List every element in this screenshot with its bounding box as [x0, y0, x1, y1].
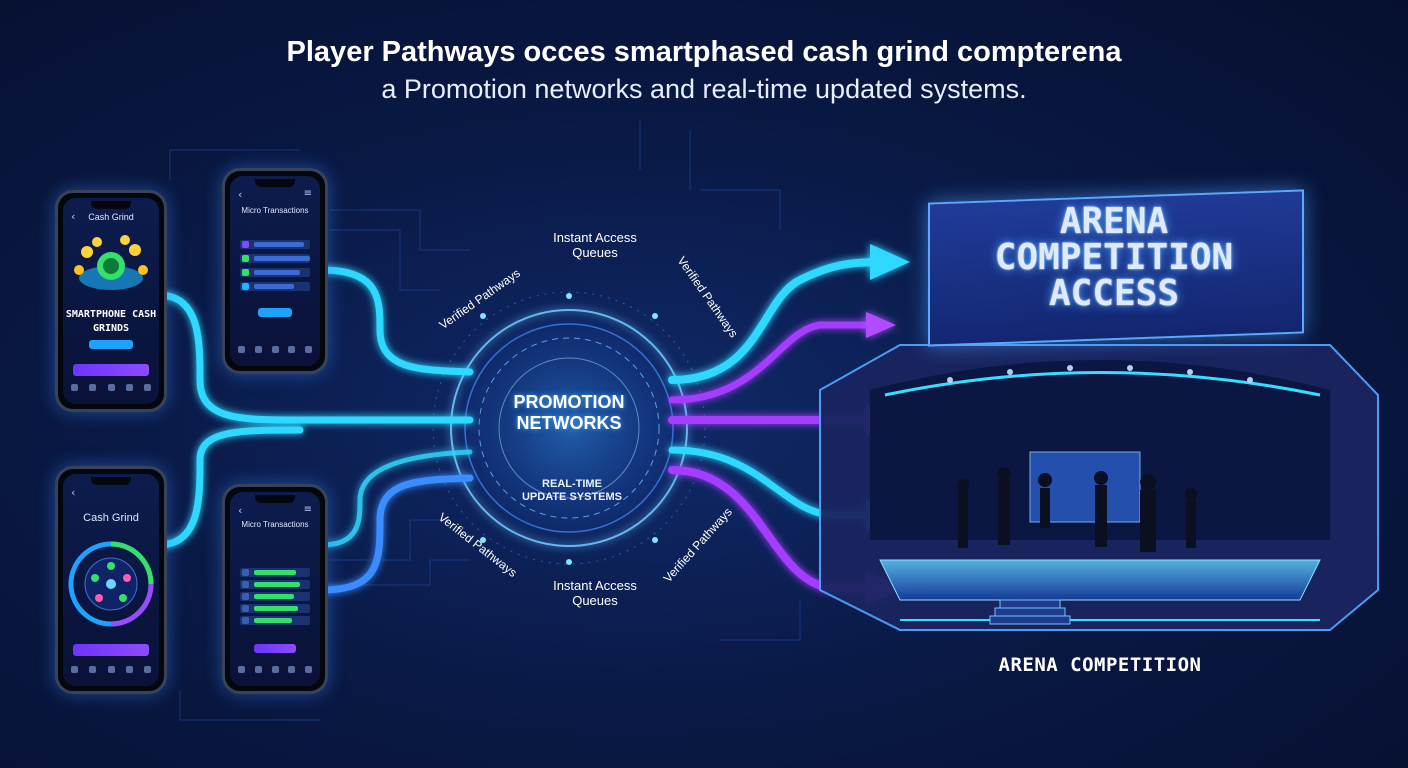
nav-icon[interactable]: [238, 346, 245, 353]
phone-micro-transactions-bottom: ‹ ≡ Micro Transactions: [222, 484, 328, 694]
menu-icon[interactable]: ≡: [303, 188, 312, 199]
transaction-row[interactable]: [240, 282, 310, 291]
hub-subtitle: REAL-TIME UPDATE SYSTEMS: [521, 478, 623, 503]
nav-icon[interactable]: [144, 384, 151, 391]
phone-cta-button[interactable]: [258, 308, 292, 317]
nav-icon[interactable]: [254, 346, 262, 353]
input-pathways: [154, 266, 474, 594]
phone-nav-bar: [238, 346, 312, 358]
transaction-row[interactable]: [240, 568, 310, 577]
transaction-row[interactable]: [240, 592, 310, 601]
transaction-row[interactable]: [240, 240, 310, 249]
hub-rings: [419, 278, 719, 578]
phone-nav-bar: [238, 666, 312, 678]
nav-icon[interactable]: [144, 666, 151, 673]
nav-icon[interactable]: [288, 666, 296, 673]
page-subtitle: a Promotion networks and real-time updat…: [381, 74, 1027, 104]
hub-title: PROMOTION NETWORKS: [513, 392, 625, 433]
phone-header: Cash Grind: [83, 512, 139, 524]
transaction-row[interactable]: [240, 254, 310, 263]
queue-label-top: Instant Access Queues: [553, 230, 637, 260]
menu-icon[interactable]: ≡: [303, 504, 312, 515]
back-arrow-icon[interactable]: ‹: [238, 504, 243, 517]
phone-header: Micro Transactions: [241, 520, 309, 529]
nav-icon[interactable]: [125, 666, 133, 673]
transaction-row[interactable]: [240, 604, 310, 613]
nav-icon[interactable]: [271, 666, 279, 673]
nav-icon[interactable]: [71, 384, 78, 391]
phone-nav-bar: [71, 384, 151, 396]
nav-icon[interactable]: [288, 346, 296, 353]
phone-headline: SMARTPHONE CASH GRINDS: [65, 309, 157, 334]
nav-icon[interactable]: [125, 384, 133, 391]
arena-caption: ARENA COMPETITION: [998, 654, 1202, 676]
nav-icon[interactable]: [71, 666, 78, 673]
arena-sign-text: ARENA COMPETITION ACCESS: [994, 201, 1234, 314]
nav-icon[interactable]: [305, 666, 312, 673]
back-arrow-icon[interactable]: ‹: [71, 210, 76, 223]
phone-cash-grind-bottom: ‹ Cash Grind: [55, 466, 167, 694]
nav-icon[interactable]: [107, 384, 115, 391]
nav-icon[interactable]: [238, 666, 245, 673]
phone-nav-bar: [71, 666, 151, 678]
phone-micro-transactions-top: ‹ ≡ Micro Transactions: [222, 168, 328, 374]
phone-primary-button[interactable]: [73, 364, 149, 376]
nav-icon[interactable]: [305, 346, 312, 353]
transaction-row[interactable]: [240, 616, 310, 625]
back-arrow-icon[interactable]: ‹: [238, 188, 243, 201]
back-arrow-icon[interactable]: ‹: [71, 486, 76, 499]
phone-header: Micro Transactions: [241, 206, 309, 215]
phone-primary-button[interactable]: [254, 644, 296, 653]
nav-icon[interactable]: [89, 666, 97, 673]
phone-cash-grind-top: ‹ Cash Grind SMARTPHONE CASH GRINDS: [55, 190, 167, 412]
arena-stage: [819, 344, 1379, 631]
transaction-row[interactable]: [240, 580, 310, 589]
nav-icon[interactable]: [271, 346, 279, 353]
phone-header: Cash Grind: [88, 212, 134, 222]
phone-primary-button[interactable]: [73, 644, 149, 656]
nav-icon[interactable]: [107, 666, 115, 673]
transaction-row[interactable]: [240, 268, 310, 277]
coin-icon: [74, 235, 148, 290]
nav-icon[interactable]: [254, 666, 262, 673]
nav-icon[interactable]: [89, 384, 97, 391]
circuit-lines: [169, 120, 801, 721]
queue-label-bottom: Instant Access Queues: [553, 578, 637, 608]
page-title: Player Pathways occes smartphased cash g…: [286, 36, 1122, 68]
roulette-wheel-graphic: [68, 541, 154, 627]
phone-cta-button[interactable]: [89, 340, 133, 349]
